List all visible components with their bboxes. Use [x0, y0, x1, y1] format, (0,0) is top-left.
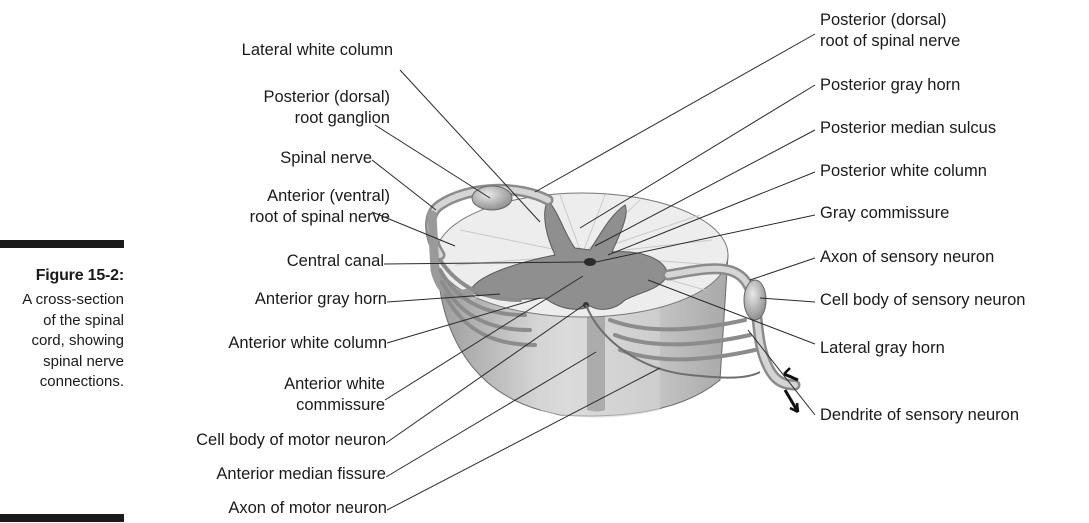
leader-dorsal-root-ganglion [375, 125, 490, 198]
leader-lateral-white-column [400, 70, 540, 222]
anterior-median-fissure-groove [587, 305, 605, 412]
central-canal [584, 258, 596, 266]
leader-sensory-cell-body [760, 298, 815, 302]
leader-ventral-root [372, 212, 455, 246]
leader-dorsal-root [535, 34, 815, 192]
dorsal-root-ganglion [472, 186, 512, 210]
leader-spinal-nerve [372, 160, 436, 210]
leader-sensory-axon [750, 258, 815, 280]
leader-posterior-gray-horn [580, 85, 815, 228]
sensory-ganglion [744, 280, 766, 320]
